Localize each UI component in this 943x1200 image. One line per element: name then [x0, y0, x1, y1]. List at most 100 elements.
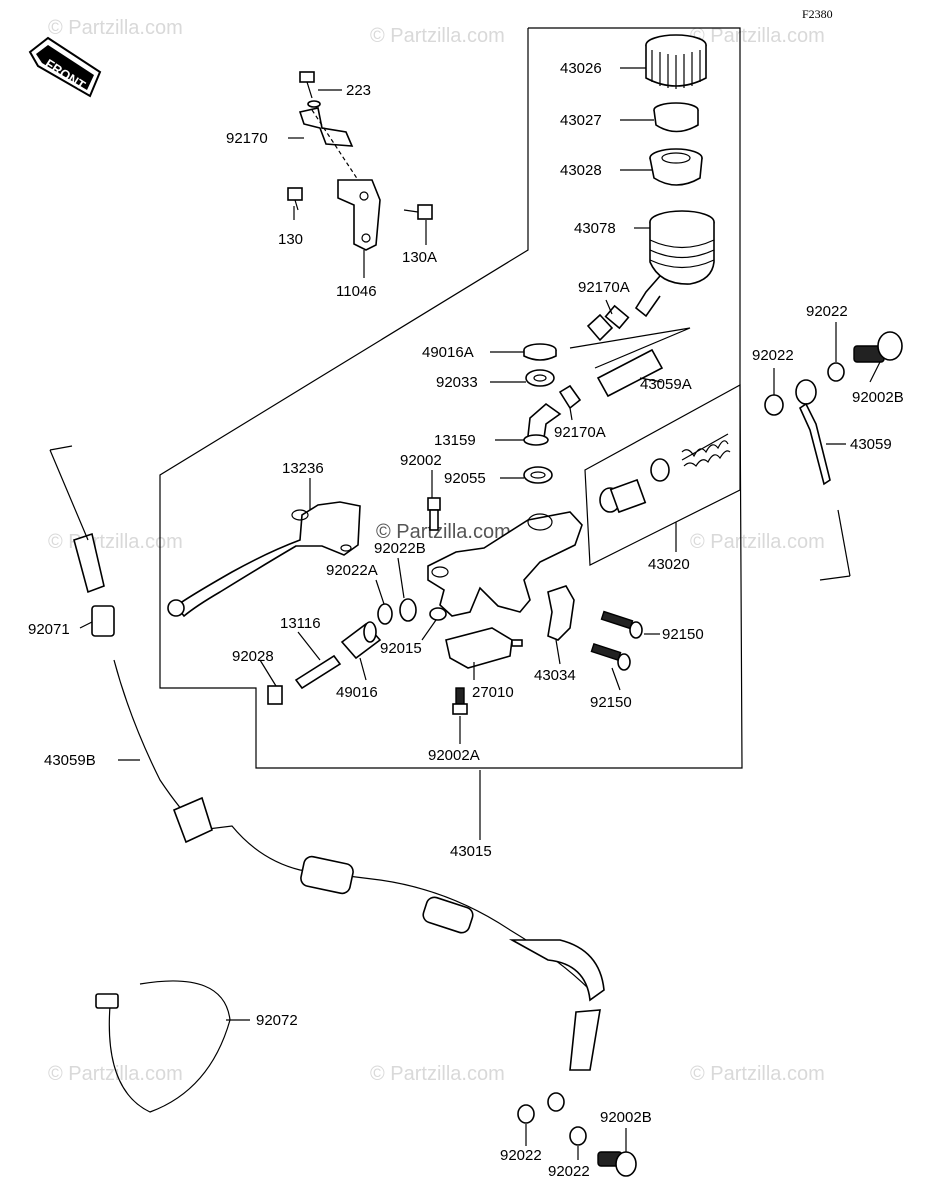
hose-lower-fitting [547, 1009, 601, 1112]
washer-92022-bottom-1 [517, 1104, 535, 1124]
label-92170A-top: 92170A [578, 279, 630, 296]
label-92022-a: 92022 [806, 303, 848, 320]
hose-43059 [795, 379, 831, 486]
diagram-code: F2380 [802, 7, 833, 21]
left-leader [49, 449, 89, 541]
bolt-92002 [427, 497, 441, 531]
label-92170: 92170 [226, 130, 268, 147]
watermarks: © Partzilla.com © Partzilla.com © Partzi… [48, 17, 825, 1085]
label-43059A: 43059A [640, 376, 692, 393]
label-49016: 49016 [336, 684, 378, 701]
washer-92022-bottom-2 [569, 1126, 587, 1146]
label-92002: 92002 [400, 452, 442, 469]
label-43059: 43059 [850, 436, 892, 453]
watermark-2: © Partzilla.com [370, 25, 505, 47]
label-43059B: 43059B [44, 752, 96, 769]
label-13116: 13116 [280, 615, 321, 632]
label-13236: 13236 [282, 460, 324, 477]
hose-sleeve-3 [422, 896, 474, 934]
label-223: 223 [346, 82, 371, 99]
label-130: 130 [278, 231, 303, 248]
washer-92033 [525, 369, 555, 387]
watermark-5: © Partzilla.com [690, 531, 825, 553]
bolt-92002B-lower [597, 1151, 637, 1177]
center-watermark: © Partzilla.com [376, 521, 511, 543]
label-43020: 43020 [648, 556, 690, 573]
collar-92071 [91, 605, 115, 637]
nut-92015 [429, 607, 447, 621]
bolt-92002A [452, 687, 468, 715]
label-92150-a: 92150 [662, 626, 704, 643]
left-leader-tick [49, 445, 73, 451]
oring-92055 [523, 466, 553, 484]
hose-sleeve-1 [172, 796, 213, 844]
diaphragm-plate [653, 102, 699, 133]
clamp-92170A [558, 384, 582, 410]
label-130A: 130A [402, 249, 437, 266]
washer-92022-right-1 [827, 362, 845, 382]
label-92022-d: 92022 [548, 1163, 590, 1180]
elbow-13159 [523, 402, 562, 446]
washer-92022A [377, 603, 393, 625]
part-labels: 43026 43027 43028 43078 92170A 223 92170… [28, 60, 904, 1180]
nut-92028 [267, 685, 283, 705]
label-92022A: 92022A [326, 562, 378, 579]
reservoir-cap [645, 34, 707, 89]
piston-kit-boundary [584, 383, 741, 566]
washer-92022B [399, 598, 417, 622]
label-43078: 43078 [574, 220, 616, 237]
hose-43059B [113, 659, 591, 991]
label-92002B-bottom: 92002B [600, 1109, 652, 1126]
switch-27010 [445, 627, 523, 669]
label-92002B-top: 92002B [852, 389, 904, 406]
reservoir [634, 210, 715, 318]
bracket [337, 179, 381, 251]
label-92033: 92033 [436, 374, 478, 391]
front-arrow-icon: FRONT [28, 36, 102, 98]
master-cylinder-body [427, 511, 583, 617]
label-92022-c: 92022 [500, 1147, 542, 1164]
hose-separator [569, 327, 691, 369]
label-92150-b: 92150 [590, 694, 632, 711]
label-11046: 11046 [336, 283, 377, 300]
label-92002A: 92002A [428, 747, 480, 764]
bolt-130A [403, 204, 433, 220]
label-43034: 43034 [534, 667, 576, 684]
watermark-4: © Partzilla.com [48, 531, 183, 553]
screw-92150-upper [600, 610, 643, 639]
bushing-49016A [523, 343, 557, 361]
watermark-7: © Partzilla.com [370, 1063, 505, 1085]
label-49016A: 49016A [422, 344, 474, 361]
label-13159: 13159 [434, 432, 476, 449]
watermark-8: © Partzilla.com [690, 1063, 825, 1085]
label-92170A: 92170A [554, 424, 606, 441]
pushrod-13116 [294, 654, 342, 690]
label-92022B: 92022B [374, 540, 426, 557]
hose-end-fitting [508, 939, 605, 1002]
label-92022-b: 92022 [752, 347, 794, 364]
lever [167, 501, 361, 618]
switch-plate [298, 107, 354, 147]
diaphragm [649, 148, 703, 186]
washer-92022-right-2 [764, 394, 784, 416]
watermark-1: © Partzilla.com [48, 17, 183, 39]
screw-223 [299, 71, 321, 108]
piston-kit [599, 433, 731, 514]
label-92071: 92071 [28, 621, 70, 638]
clamp-43034 [547, 585, 575, 641]
leader-lines [79, 67, 881, 1160]
hose-43059A [596, 348, 664, 398]
label-27010: 27010 [472, 684, 514, 701]
screw-92150-lower [590, 642, 631, 671]
tie-wrap-92072 [95, 980, 231, 1113]
bolt-130 [287, 187, 303, 211]
label-43028: 43028 [560, 162, 602, 179]
boot-49016 [340, 621, 382, 660]
assembly-boundary [159, 27, 743, 769]
hose-fitting [586, 304, 630, 342]
watermark-3: © Partzilla.com [690, 25, 825, 47]
hose-sleeve-2 [300, 855, 354, 895]
label-92072: 92072 [256, 1012, 298, 1029]
label-92028: 92028 [232, 648, 274, 665]
